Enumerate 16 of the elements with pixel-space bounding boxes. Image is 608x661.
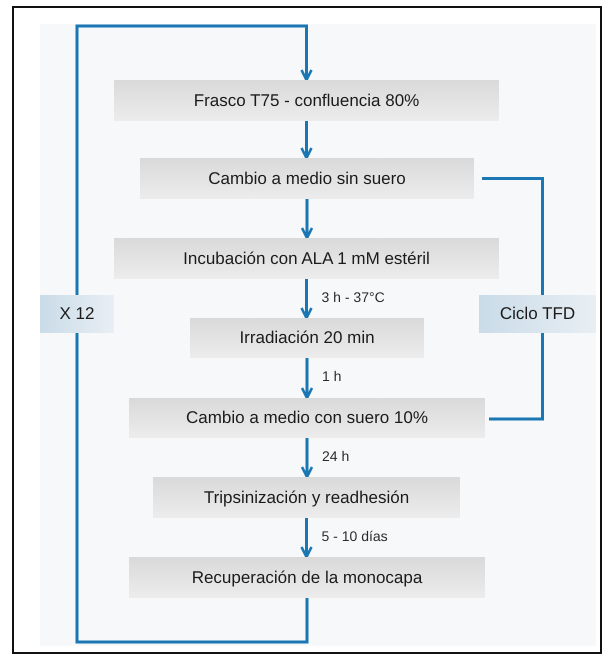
connector-arrow — [76, 24, 313, 295]
process-box: Incubación con ALA 1 mM estéril — [114, 238, 499, 279]
connector-arrow — [300, 121, 313, 160]
cycle-label-box: X 12 — [40, 295, 114, 333]
connector-arrow — [300, 438, 314, 478]
connector-arrow — [300, 518, 313, 558]
connector-arrow — [300, 199, 314, 240]
process-box: Frasco T75 - confluencia 80% — [114, 80, 499, 121]
connector-arrow — [300, 279, 313, 320]
process-box: Irradiación 20 min — [190, 318, 424, 358]
process-box: Cambio a medio con suero 10% — [129, 398, 485, 438]
cycle-label-box: Ciclo TFD — [479, 295, 596, 333]
process-box: Tripsinización y readhesión — [153, 477, 460, 518]
process-box: Recuperación de la monocapa — [129, 557, 485, 598]
process-box: Cambio a medio sin suero — [140, 158, 474, 199]
connector-arrow — [300, 358, 314, 400]
